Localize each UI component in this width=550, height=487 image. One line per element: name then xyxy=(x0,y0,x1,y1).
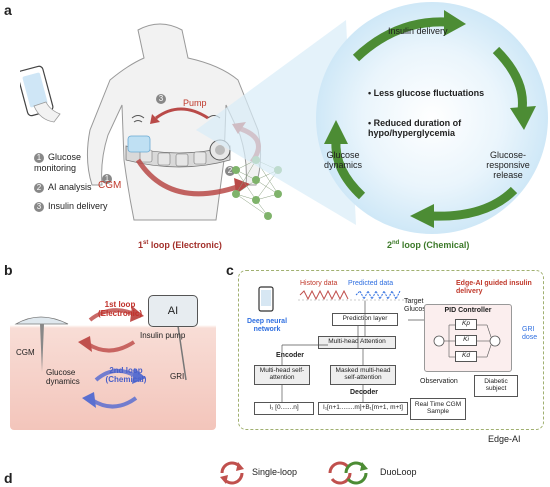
loop1-caption: 1st loop (Electronic) xyxy=(138,240,222,250)
observation-label: Observation xyxy=(420,378,458,385)
deep-nn-label: Deep neural network xyxy=(246,318,288,333)
glucose-waveform xyxy=(298,289,408,301)
history-data-label: History data xyxy=(300,280,338,287)
panel-label-b: b xyxy=(4,262,13,278)
duoloop-icon xyxy=(328,461,368,485)
gri-b-label: GRI xyxy=(170,372,185,381)
step-1-marker-icon: 1 xyxy=(102,168,116,186)
insulin-pump-label: Insulin pump xyxy=(140,331,186,340)
panel-label-d: d xyxy=(4,470,13,486)
single-loop-label: Single-loop xyxy=(252,467,298,477)
step-3-marker-icon: 3 xyxy=(156,88,170,106)
cgm-b-label: CGM xyxy=(16,348,35,357)
insulin-delivery-label: Insulin delivery xyxy=(388,26,448,36)
panel-b-illustration xyxy=(14,306,187,409)
sequence-1-box: I₁ [0.......n] xyxy=(254,402,314,415)
ki-box: Ki xyxy=(455,335,477,346)
kd-box: Kd xyxy=(455,351,477,362)
loop1-b-label: 1st loop (Electronic) xyxy=(97,300,142,318)
gri-dose-label: GRI dose xyxy=(522,326,538,341)
edge-ai-frame xyxy=(238,270,544,430)
pid-controller-box: PID Controller Kp Ki Kd xyxy=(424,304,512,372)
decoder-label: Decoder xyxy=(350,389,379,396)
glucose-dynamics-b-label: Glucose dynamics xyxy=(46,368,80,386)
pid-summing-icons xyxy=(433,324,501,358)
ai-pump-device: AI xyxy=(148,295,198,327)
panel-label-c: c xyxy=(226,262,234,278)
edge-ai-guided-label: Edge-AI guided insulin delivery xyxy=(456,280,532,295)
glucose-dynamics-label: Glucose dynamics xyxy=(323,150,362,170)
loop2-caption: 2nd loop (Chemical) xyxy=(387,240,470,250)
ai-label: AI xyxy=(167,305,179,317)
step-2-marker-icon: 2 xyxy=(225,160,239,178)
phone-icon xyxy=(258,286,274,312)
pid-title: PID Controller xyxy=(444,307,492,314)
benefit-2: • Reduced duration of hypo/hyperglycemia xyxy=(368,118,462,138)
duoloop-label: DuoLoop xyxy=(380,467,417,477)
pump-label: Pump xyxy=(183,98,207,108)
cgm-label: CGM xyxy=(98,180,122,191)
mh-self-attention-box: Multi-head self-attention xyxy=(254,365,310,385)
predicted-data-label: Predicted data xyxy=(348,280,394,287)
target-glucose-label: Target Glucose xyxy=(404,298,430,313)
panel-label-a: a xyxy=(4,2,12,18)
realtime-cgm-box: Real Time CGM Sample xyxy=(410,398,466,420)
edge-ai-label: Edge-AI xyxy=(488,434,521,444)
single-loop-icon xyxy=(220,461,244,485)
kp-box: Kp xyxy=(455,319,477,330)
encoder-label: Encoder xyxy=(276,352,305,359)
multihead-attention-box: Multi-head Attention xyxy=(318,336,396,349)
masked-mh-box: Masked multi-head self-attention xyxy=(330,365,396,385)
diabetic-subject-box: Diabetic subject xyxy=(474,375,518,397)
glucose-responsive-label: Glucose-responsive release xyxy=(486,150,530,180)
sequence-2-box: I₁[n+1........m]+B₁[m+1, m+t] xyxy=(318,402,408,415)
chemical-loop-circle xyxy=(196,2,548,234)
benefit-1: • Less glucose fluctuations xyxy=(368,88,485,98)
loop2-b-label: 2nd loop (Chemical) xyxy=(105,366,147,384)
